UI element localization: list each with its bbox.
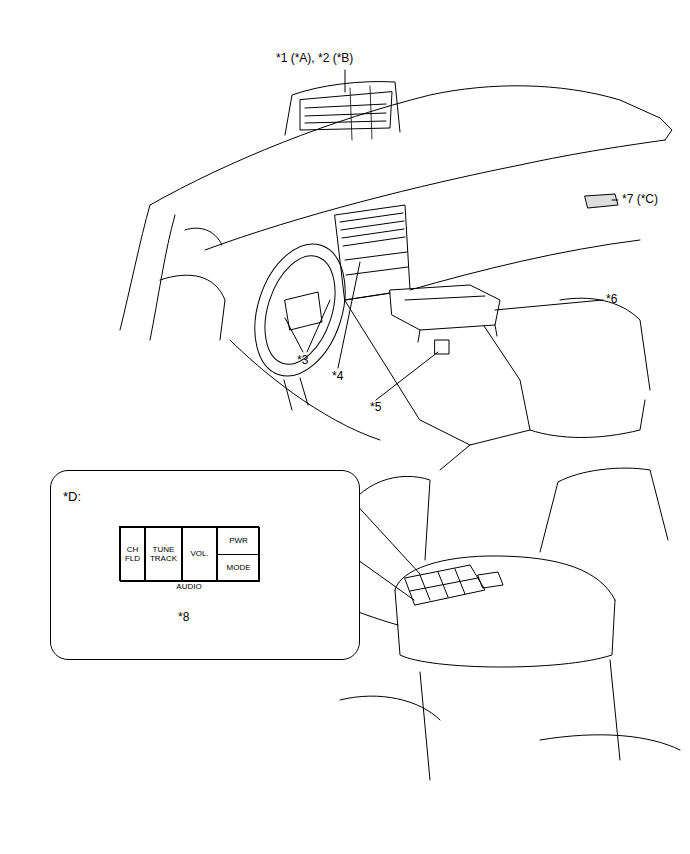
switch-button: PWR (217, 527, 260, 555)
switch-button: TUNE TRACK (145, 527, 182, 582)
switch-panel: AUDIOCH FLDTUNE TRACKVOL.PWRMODE (119, 526, 259, 581)
switch-button: VOL. (182, 527, 217, 582)
switch-button: CH FLD (120, 527, 145, 582)
callout-letter: *D: (63, 489, 81, 504)
button-label: CH FLD (122, 546, 143, 563)
callout-number: *6 (606, 293, 617, 305)
callout-number: *7 (*C) (622, 193, 658, 205)
callout-number: *8 (178, 611, 189, 623)
callout-number: *1 (*A), *2 (*B) (276, 52, 353, 64)
callout-number: *3 (297, 354, 308, 366)
leader-lines (285, 70, 618, 400)
dashboard-drawing (120, 82, 672, 470)
callout-number: *5 (370, 401, 381, 413)
callout-number: *4 (332, 370, 343, 382)
button-label: TUNE TRACK (147, 546, 180, 563)
button-label: VOL. (190, 550, 208, 558)
button-label: PWR (229, 537, 248, 545)
button-label: MODE (227, 564, 251, 572)
panel-label: AUDIO (120, 582, 258, 591)
callout-box: *D: AUDIO CH FLDTUNE TRACK VOL. PWR MODE (50, 470, 360, 660)
switch-button: MODE (217, 554, 260, 582)
rear-armrest-drawing (330, 468, 680, 780)
